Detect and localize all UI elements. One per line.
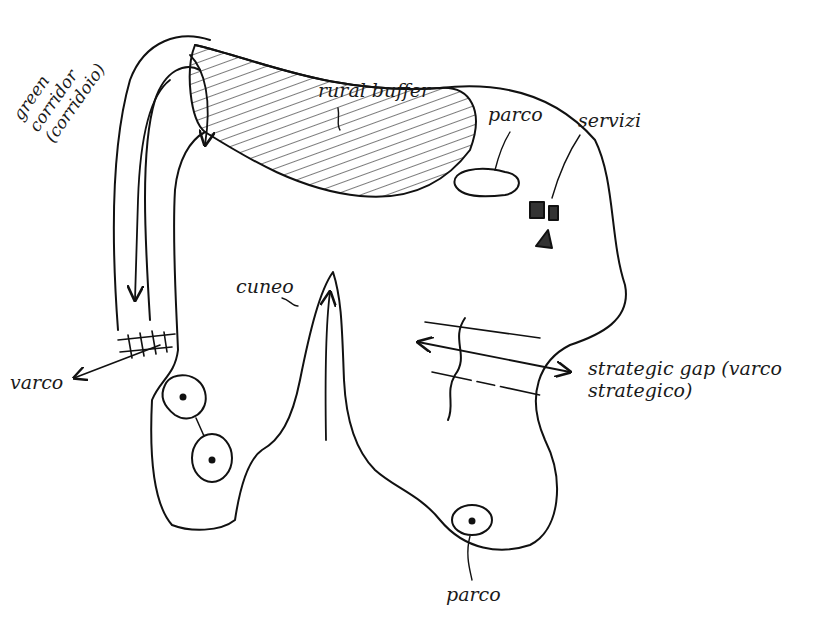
annotation-label: parco [488,104,543,126]
annotation-label: cuneo [236,276,294,298]
park-shape [162,375,205,418]
gap-line [425,322,540,338]
park-shape [192,434,232,482]
cuneo-leader [282,298,298,306]
varco-arrow [74,345,160,378]
park-dot [210,458,215,463]
cuneo-arrow [325,292,330,440]
service-leader [552,135,580,198]
gap-line [432,372,540,395]
annotation-label: rural buffer [318,80,430,102]
service-symbol [536,230,552,248]
corridor-arrow [190,55,208,145]
green-corridor-band [114,36,210,330]
boundary-line [448,318,465,420]
service-symbol [549,206,558,220]
urban-area-outline [151,45,626,550]
annotation-label: servizi [578,110,641,132]
corridor-arrow [135,80,170,300]
varco-gap-marks [118,331,175,358]
annotation-label: strategic gap (varco strategico) [588,358,788,402]
park-link [196,418,204,436]
rural-buffer-leader [338,108,340,130]
annotation-label: green corridor (corridoio) [9,16,125,146]
park-shape [452,505,492,535]
park-dot [470,519,475,524]
park-leader [495,132,510,170]
annotation-label: parco [446,584,501,606]
park-leader [468,536,472,580]
gap-arrow [418,342,570,372]
service-symbol [530,202,544,218]
park-dot [181,395,186,400]
rural-buffer-band [190,45,476,197]
annotation-label: varco [10,372,63,394]
park-shape [454,169,518,196]
